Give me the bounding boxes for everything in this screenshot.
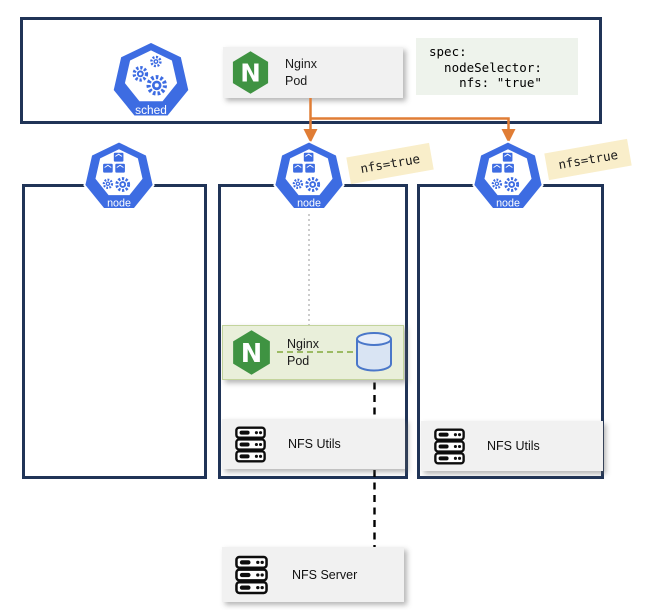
kubernetes-scheduler-icon: sched xyxy=(111,40,191,118)
scheduler-label: sched xyxy=(135,103,167,117)
node-3-label: node xyxy=(496,198,520,210)
kubernetes-node-icon: node xyxy=(472,140,544,210)
pod-name-line2: Pod xyxy=(287,353,310,368)
pod-to-volume-dashed-connector xyxy=(277,351,353,353)
spec-code-text: spec: nodeSelector: nfs: "true" xyxy=(429,44,542,90)
node-1-boundary-box xyxy=(22,184,207,479)
database-cylinder-icon xyxy=(356,332,392,372)
node-2-label: node xyxy=(297,198,321,210)
server-stack-icon xyxy=(235,425,266,463)
node-3-nfs-label-badge: nfs=true xyxy=(544,138,632,181)
pod-name-line1: Nginx xyxy=(285,56,317,71)
server-stack-icon xyxy=(434,427,465,465)
scheduler-gears-glyph xyxy=(132,55,167,96)
kubernetes-node-icon: node xyxy=(273,140,345,210)
node-cubes-gears-glyph xyxy=(491,152,520,192)
nginx-logo-icon: N xyxy=(233,330,270,375)
nfs-utils-label: NFS Utils xyxy=(487,439,540,453)
pod-name-line2: Pod xyxy=(285,73,308,88)
nfs-server-label: NFS Server xyxy=(292,567,358,582)
pod-name-line1: Nginx xyxy=(287,336,319,351)
nfs-utils-label: NFS Utils xyxy=(288,437,341,451)
svg-text:N: N xyxy=(241,339,262,369)
node-cubes-gears-glyph xyxy=(292,152,321,192)
node-2-nfs-label-badge: nfs=true xyxy=(346,142,434,185)
nfs-utils-card-node-3: NFS Utils xyxy=(421,421,603,471)
server-stack-icon xyxy=(235,555,268,594)
nfs-server-card: NFS Server xyxy=(222,547,404,602)
svg-text:N: N xyxy=(240,59,261,88)
pod-spec-code-block: spec: nodeSelector: nfs: "true" xyxy=(416,38,578,95)
nfs-utils-card-node-2: NFS Utils xyxy=(222,419,405,469)
node-cubes-gears-glyph xyxy=(102,152,131,192)
scheduled-nginx-pod-card: N Nginx Pod xyxy=(223,47,403,98)
node-1-label: node xyxy=(107,198,131,210)
nginx-logo-icon: N xyxy=(232,51,269,94)
kubernetes-node-icon: node xyxy=(83,140,155,210)
